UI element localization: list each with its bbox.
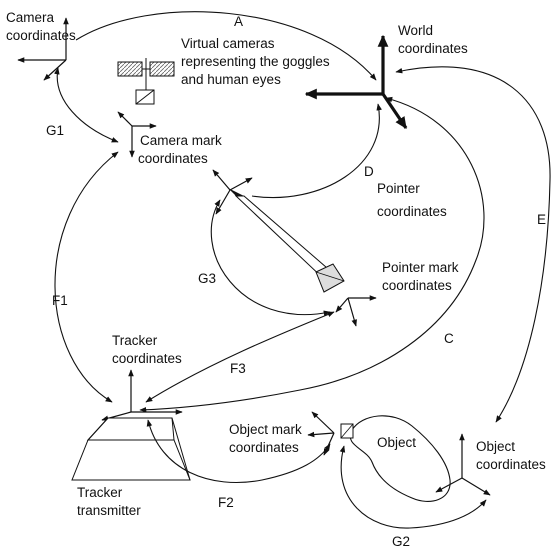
object-mark-coordinate-frame (307, 411, 335, 456)
object-mark-coordinates-label: Object mark coordinates (229, 422, 306, 455)
transform-label-G2: G2 (392, 534, 410, 549)
pointer-mark-coordinates-label: Pointer mark coordinates (382, 260, 462, 293)
pointer-mark-axis-down (347, 297, 357, 327)
tracker-transmitter (71, 417, 191, 481)
right-camera-lens (149, 61, 175, 77)
transform-arc-G1 (54, 67, 119, 143)
virtual-cameras-label: Virtual cameras representing the goggles… (181, 36, 333, 87)
transform-arc-D (251, 103, 382, 198)
pointer-shaft (234, 195, 335, 282)
transform-label-F1: F1 (52, 293, 68, 308)
virtual-cameras-goggles (117, 58, 175, 105)
world-axis-depth (381, 93, 408, 129)
pointer-mark-axis-depth (335, 297, 349, 313)
world-coordinates-label: World coordinates (398, 23, 468, 56)
tracker-transmitter-top (86, 417, 175, 441)
transform-arc-E (395, 66, 551, 423)
pointer-axis-down (215, 189, 231, 215)
tracker-transmitter-body (71, 439, 191, 481)
transform-arc-A (75, 11, 377, 81)
world-coordinate-frame (304, 34, 408, 129)
transform-label-F2: F2 (218, 495, 234, 510)
camera-mark-coordinates-label: Camera mark coordinates (138, 133, 226, 166)
pointer-stylus (228, 188, 345, 293)
transform-label-A: A (234, 14, 243, 29)
transform-arc-F1 (54, 151, 119, 403)
pointer-axis-right (229, 177, 253, 191)
camera-mark-axis-depth (117, 111, 133, 127)
tracker-coordinate-frame (101, 369, 183, 422)
object-mark-axis-down (323, 432, 335, 456)
transform-label-G3: G3 (198, 271, 216, 286)
transform-label-C: C (444, 331, 454, 346)
transform-label-E: E (537, 212, 546, 227)
transform-label-D: D (364, 164, 374, 179)
camera-axis-depth (43, 59, 67, 81)
pointer-mark-coordinate-frame (335, 295, 377, 327)
transform-arc-F2 (146, 419, 331, 484)
object-shape (340, 415, 451, 502)
transform-label-F3: F3 (230, 361, 246, 376)
left-camera-lens (117, 61, 143, 77)
object-mark-axis-up (311, 411, 335, 434)
object-coordinates-label: Object coordinates (476, 439, 546, 472)
transform-arc-G2 (339, 445, 487, 529)
object-outline (349, 415, 451, 502)
object-mark-axis-left (307, 431, 335, 438)
object-label: Object (377, 435, 416, 450)
tracker-coordinates-label: Tracker coordinates (112, 333, 182, 366)
pointer-coordinates-label: Pointer coordinates (377, 181, 447, 219)
transform-label-G1: G1 (46, 123, 64, 138)
camera-coordinates-label: Camera coordinates (6, 10, 76, 43)
object-axis-right (461, 477, 491, 496)
tracker-transmitter-label: Tracker transmitter (77, 485, 141, 518)
pointer-axis-up (212, 169, 231, 191)
